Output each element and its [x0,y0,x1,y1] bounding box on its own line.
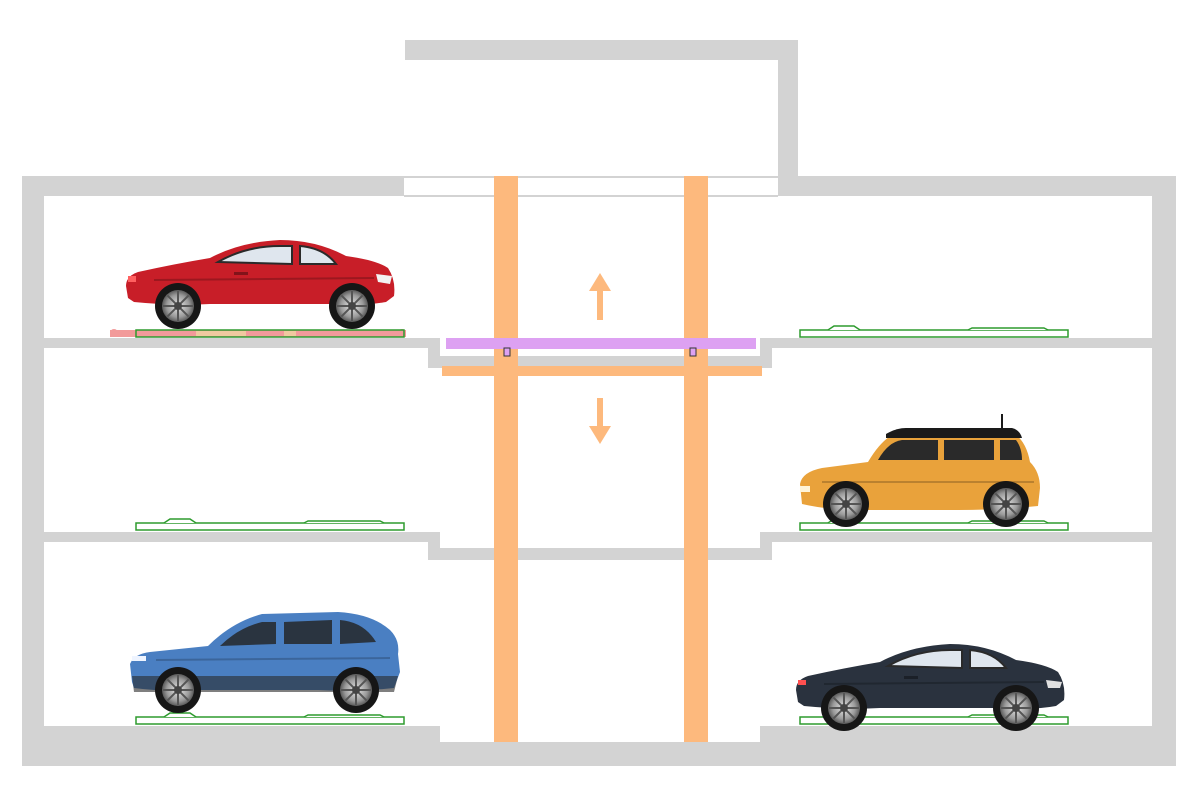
lift-rollers [503,347,697,357]
car-blue-suv [130,612,400,714]
pallet-lower-left [135,712,405,725]
arrow-up-icon [589,273,611,320]
lift-carriage-bar [442,366,762,376]
pallet-upper-left [110,329,406,338]
car-orange-hatchback [800,414,1040,528]
pallet-middle-left [135,518,405,531]
lift-platform [446,338,756,349]
arrow-down-icon [589,398,611,444]
shaft-opening-lines [404,176,778,197]
car-red-coupe [125,239,396,330]
pallet-upper-right [799,325,1069,338]
lift-columns [494,176,708,742]
car-dark-coupe [795,643,1066,732]
